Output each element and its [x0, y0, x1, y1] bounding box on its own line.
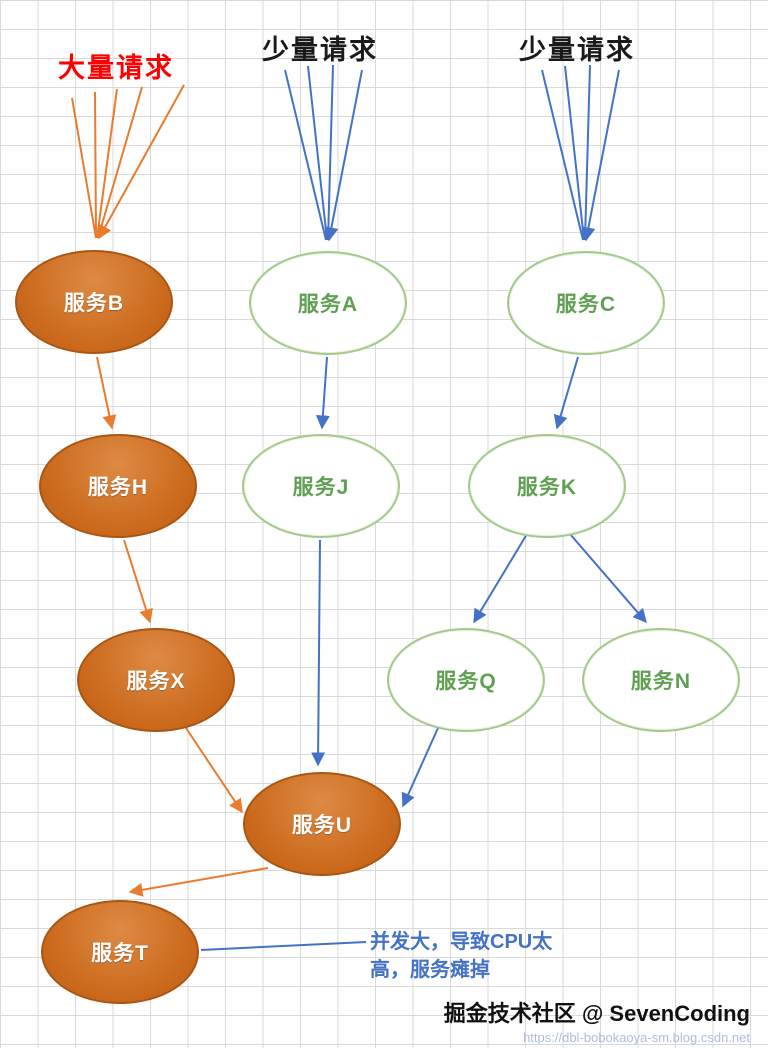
fan-light-to-A — [284, 64, 363, 242]
arrow-H-to-X — [123, 539, 153, 624]
node-label-K: 服务K — [516, 476, 578, 499]
annotation-line-1: 并发大，导致CPU太 — [370, 931, 553, 953]
node-label-N: 服务N — [630, 670, 692, 693]
node-service-K: 服务K — [468, 434, 626, 538]
arrow-X-to-U — [181, 721, 243, 814]
arrow-K-to-N — [569, 533, 647, 624]
node-service-U: 服务U — [243, 772, 401, 876]
node-label-H: 服务H — [87, 476, 149, 499]
arrow-C-to-K — [553, 356, 579, 430]
arrow-U-to-T — [128, 867, 269, 897]
watermark-url: https://dbl-bobokaoya-sm.blog.csdn.net — [523, 1030, 750, 1045]
node-service-T: 服务T — [41, 900, 199, 1004]
arrow-K-to-Q — [473, 533, 528, 624]
line-T-to-annotation — [200, 941, 367, 951]
node-label-J: 服务J — [292, 476, 350, 499]
watermark-text: 掘金技术社区 @ SevenCoding — [443, 1001, 750, 1026]
arrow-B-to-H — [96, 356, 117, 430]
node-service-A: 服务A — [249, 251, 407, 355]
arrow-J-to-U — [311, 539, 326, 767]
heavy-requests-label: 大量请求 — [58, 53, 174, 83]
node-service-H: 服务H — [39, 434, 197, 538]
node-service-Q: 服务Q — [387, 628, 545, 732]
node-label-T: 服务T — [91, 942, 149, 965]
node-label-Q: 服务Q — [435, 670, 497, 693]
node-service-C: 服务C — [507, 251, 665, 355]
arrow-Q-to-U — [401, 727, 439, 808]
node-label-A: 服务A — [297, 293, 359, 316]
node-service-B: 服务B — [15, 250, 173, 354]
node-service-X: 服务X — [77, 628, 235, 732]
light-requests-label-mid: 少量请求 — [262, 35, 378, 65]
node-label-B: 服务B — [63, 292, 125, 315]
light-requests-label-right: 少量请求 — [519, 35, 635, 65]
node-label-C: 服务C — [555, 293, 617, 316]
fan-heavy-to-B — [71, 84, 185, 240]
overload-annotation: 并发大，导致CPU太 高，服务瘫掉 — [370, 928, 585, 984]
watermark: 掘金技术社区 @ SevenCoding https://dbl-bobokao… — [444, 996, 750, 1045]
annotation-line-2: 高，服务瘫掉 — [370, 959, 490, 981]
node-service-N: 服务N — [582, 628, 740, 732]
node-label-X: 服务X — [126, 670, 186, 693]
fan-light-to-C — [541, 64, 620, 242]
arrow-A-to-J — [315, 356, 330, 430]
node-service-J: 服务J — [242, 434, 400, 538]
node-label-U: 服务U — [291, 814, 353, 837]
